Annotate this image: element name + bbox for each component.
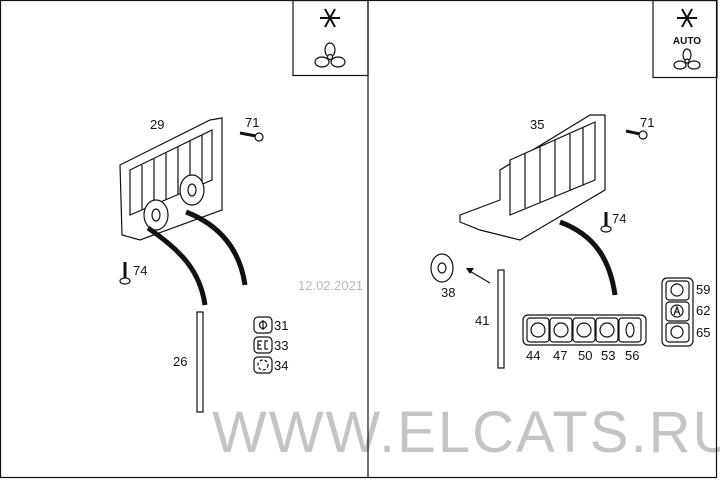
- button-33: [253, 336, 273, 354]
- label-74-left: 74: [133, 263, 147, 278]
- screw-icon: [625, 129, 648, 140]
- strip-26: [196, 311, 204, 413]
- snowflake-icon: [677, 8, 697, 28]
- fan-icon: [673, 48, 701, 70]
- screw-icon: [600, 212, 612, 233]
- label-35: 35: [530, 117, 544, 132]
- label-74-right: 74: [612, 211, 626, 226]
- label-53: 53: [601, 348, 615, 363]
- label-44: 44: [526, 348, 540, 363]
- label-34: 34: [274, 358, 288, 373]
- label-29: 29: [150, 117, 164, 132]
- label-50: 50: [578, 348, 592, 363]
- control-housing-29: [119, 117, 248, 306]
- watermark-date: 12.02.2021: [298, 278, 363, 293]
- button-34: [253, 356, 273, 374]
- label-41: 41: [475, 313, 489, 328]
- watermark: WWW.ELCATS.RU: [212, 400, 720, 465]
- vertical-switch-panel: [661, 277, 694, 347]
- label-26: 26: [173, 354, 187, 369]
- label-59: 59: [696, 282, 710, 297]
- knob-38: [430, 253, 454, 283]
- screw-icon: [119, 262, 131, 285]
- label-33: 33: [274, 338, 288, 353]
- auto-label: AUTO: [673, 36, 701, 47]
- right-icon-box: AUTO: [652, 0, 718, 79]
- label-71-left: 71: [245, 115, 259, 130]
- control-housing-35: [459, 114, 618, 296]
- left-icon-box: [292, 0, 369, 77]
- snowflake-icon: [320, 8, 340, 28]
- label-71-right: 71: [640, 115, 654, 130]
- screw-icon: [239, 131, 264, 142]
- label-47: 47: [553, 348, 567, 363]
- fan-icon: [314, 42, 346, 68]
- label-31: 31: [274, 318, 288, 333]
- switch-panel: [522, 314, 647, 346]
- label-62: 62: [696, 303, 710, 318]
- strip-41: [497, 269, 505, 369]
- label-38: 38: [441, 285, 455, 300]
- button-31: [253, 316, 273, 334]
- label-56: 56: [625, 348, 639, 363]
- label-65: 65: [696, 325, 710, 340]
